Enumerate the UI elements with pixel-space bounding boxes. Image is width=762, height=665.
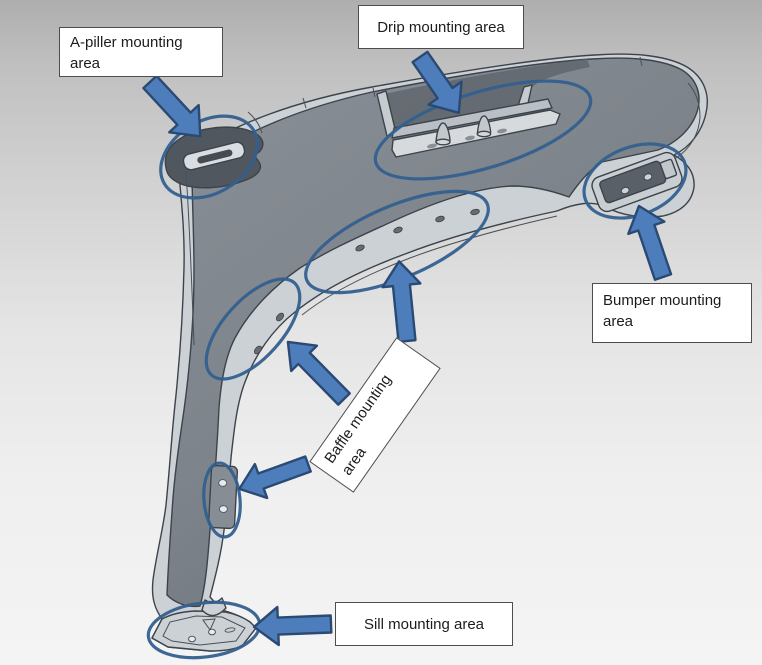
bumper-arrow — [627, 204, 673, 281]
drip-channel — [384, 59, 590, 135]
drip-arrow — [411, 50, 463, 115]
bumper-bracket — [591, 151, 683, 213]
fender-surface — [166, 57, 700, 608]
callout-drip-label: Drip mounting area — [377, 18, 505, 36]
baffle-arrow-diagonal — [286, 340, 351, 406]
callout-a-pillar-label: A-piller mounting area — [70, 34, 183, 72]
sill-foot-plate — [151, 597, 257, 652]
callout-bumper-label: Bumper mounting area — [603, 292, 722, 330]
a-pillar-arrow — [142, 74, 202, 138]
callout-sill: Sill mounting area — [335, 602, 513, 646]
arch-baffle-small-ellipse — [204, 277, 302, 381]
callout-sill-label: Sill mounting area — [363, 615, 485, 633]
panel-seam-lines — [185, 56, 701, 346]
drip-rail-bracket — [391, 98, 561, 158]
sill-arrow — [252, 605, 333, 647]
baffle-arrow-left — [238, 455, 312, 500]
drip-area-ellipse — [373, 79, 593, 181]
arch-flange-holes — [253, 208, 480, 355]
drip-stud — [476, 115, 492, 138]
baffle-arrow-up — [381, 260, 422, 344]
callout-bumper: Bumper mounting area — [592, 283, 752, 343]
a-pillar-pocket — [164, 126, 264, 189]
leg-baffle-area-ellipse — [202, 461, 242, 539]
drip-stud — [435, 122, 451, 146]
callout-a-pillar: A-piller mounting area — [59, 27, 223, 77]
callout-drip: Drip mounting area — [358, 5, 524, 49]
